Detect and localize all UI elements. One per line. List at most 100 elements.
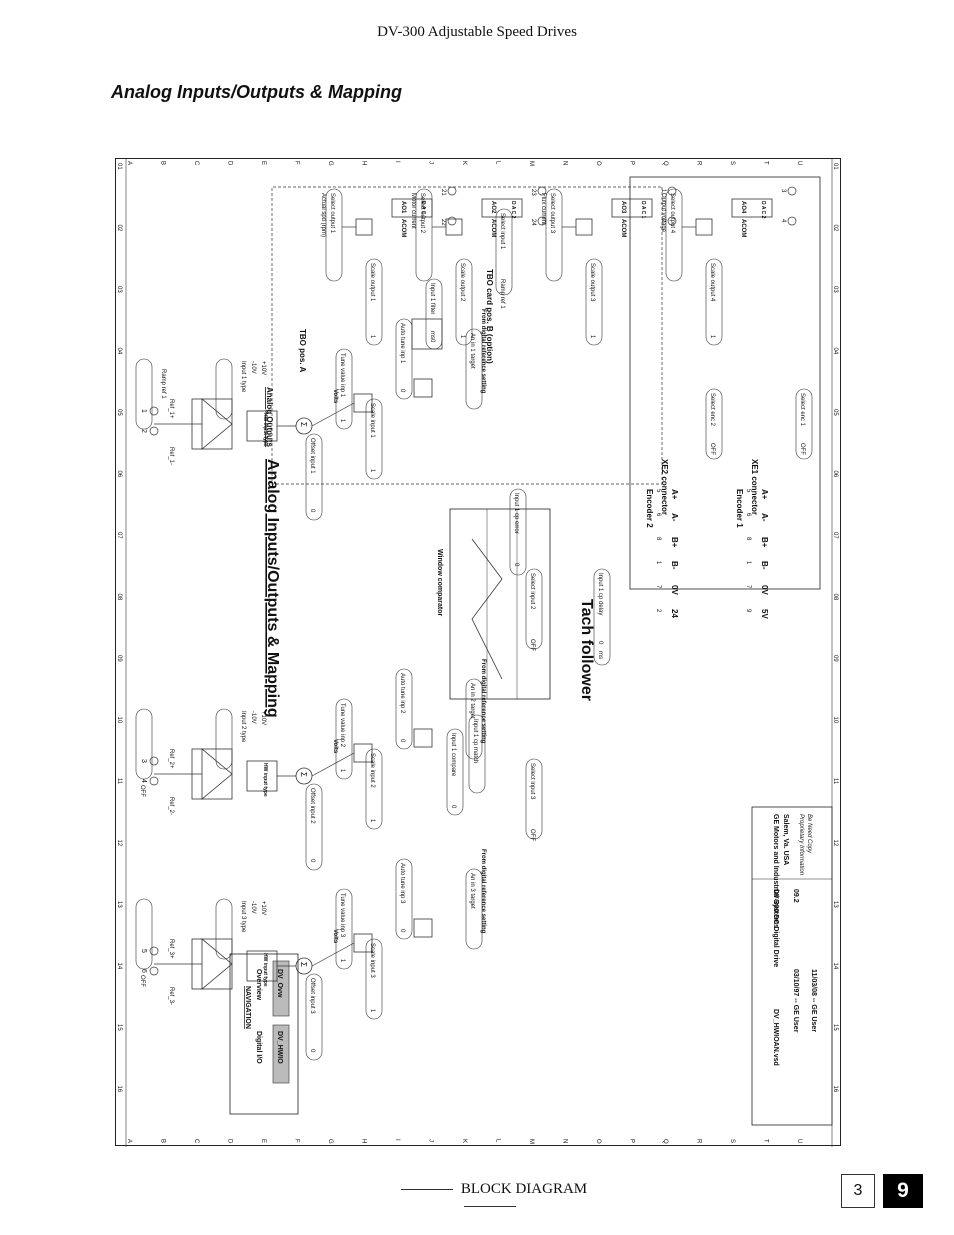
- input1-cp-delay-block[interactable]: [593, 568, 611, 666]
- auto-tune-block[interactable]: [395, 668, 413, 750]
- encoder-pin-label: 7: [655, 585, 661, 589]
- tune-value-label: Tune value inp 3: [339, 893, 345, 938]
- select-encoder-label: Select enc 1: [799, 393, 805, 427]
- select-input-block[interactable]: [135, 358, 153, 430]
- tune-value-block[interactable]: [335, 698, 353, 780]
- input-type-block[interactable]: [215, 708, 233, 770]
- grid-lines: [125, 159, 833, 1147]
- tune-value-val: 1: [339, 769, 345, 773]
- select-input-secondary-block[interactable]: [525, 568, 543, 650]
- ao-label: AO2: [490, 201, 496, 214]
- row-number-bottom: 01: [116, 163, 122, 170]
- row-number-top: 04: [832, 348, 838, 355]
- scale-input-block[interactable]: [365, 938, 383, 1020]
- an-in-target-block[interactable]: [465, 328, 483, 410]
- column-letter-right: E: [260, 1139, 266, 1143]
- row-number-top: 08: [832, 594, 838, 601]
- auto-tune-block[interactable]: [395, 858, 413, 940]
- row-number-bottom: 15: [116, 1024, 122, 1031]
- row-number-bottom: 03: [116, 286, 122, 293]
- select-output-block[interactable]: [415, 188, 433, 282]
- column-letter-left: S: [729, 161, 735, 165]
- terminal-screw-icon: [149, 966, 159, 976]
- offset-input-block[interactable]: [305, 783, 323, 871]
- section-title: Analog Inputs/Outputs & Mapping: [111, 82, 402, 102]
- tbo-a-frame: [271, 186, 663, 485]
- scale-output-block[interactable]: [455, 258, 473, 346]
- tbo-pos-a-label: TBO pos. A: [298, 329, 307, 372]
- encoder-signal-label: B-: [760, 561, 769, 570]
- offset-input-label: Offset input 3: [309, 978, 315, 1014]
- acom-label: ACOM: [620, 219, 626, 237]
- scale-output-block[interactable]: [585, 258, 603, 346]
- column-letter-right: C: [193, 1139, 199, 1144]
- input-type-block[interactable]: [215, 898, 233, 960]
- footer-label: BLOCK DIAGRAM: [460, 1181, 588, 1197]
- an-in-target-block[interactable]: [465, 678, 483, 760]
- column-letter-right: T: [763, 1139, 769, 1143]
- select-input-block[interactable]: [135, 708, 153, 780]
- column-letter-left: N: [562, 161, 568, 165]
- input-type-block[interactable]: [215, 358, 233, 420]
- auto-tune-block[interactable]: [395, 318, 413, 400]
- offset-input-label: Offset input 1: [309, 438, 315, 474]
- row-number-top: 15: [832, 1024, 838, 1031]
- scale-input-block[interactable]: [365, 398, 383, 480]
- terminal-screw-icon: [787, 216, 797, 226]
- select-encoder-block[interactable]: [705, 388, 723, 460]
- select-input-block[interactable]: [135, 898, 153, 970]
- an-in-target-block[interactable]: [465, 868, 483, 950]
- output-pin-b: 2: [660, 219, 666, 223]
- scale-input-block[interactable]: [365, 748, 383, 830]
- terminal-pin: 3: [140, 759, 147, 763]
- column-letter-left: Q: [662, 161, 668, 166]
- hw-input-type-block[interactable]: [246, 760, 278, 792]
- encoder-pin-label: 1: [655, 561, 661, 565]
- column-letter-right: S: [729, 1139, 735, 1143]
- column-letter-left: R: [696, 161, 702, 166]
- select-input-secondary-block[interactable]: [525, 758, 543, 840]
- input1-compare-block[interactable]: [446, 728, 464, 816]
- column-letter-right: I: [394, 1139, 400, 1141]
- select-output-block[interactable]: [325, 188, 343, 282]
- row-number-top: 16: [832, 1086, 838, 1093]
- encoder-connector: XE2 connector: [660, 459, 669, 515]
- auto-tune-val: 0: [399, 929, 405, 933]
- input1-cp-error-block[interactable]: [509, 488, 527, 576]
- offset-input-value: 0: [309, 859, 315, 863]
- select-output-block[interactable]: [665, 188, 683, 282]
- terminal-screw-icon: [447, 216, 457, 226]
- scale-input-label: Scale input 2: [369, 753, 375, 788]
- select-input-val: OFF: [139, 785, 145, 797]
- encoder-signal-label: A-: [670, 513, 679, 522]
- offset-input-block[interactable]: [305, 433, 323, 521]
- column-letter-right: J: [428, 1139, 434, 1142]
- scale-output-block[interactable]: [365, 258, 383, 346]
- row-number-top: 12: [832, 840, 838, 847]
- offset-input-value: 0: [309, 509, 315, 513]
- input1-cp-match-block[interactable]: [468, 714, 486, 794]
- select-output-block[interactable]: [545, 188, 563, 282]
- column-letter-right: N: [562, 1139, 568, 1143]
- input-filter-block[interactable]: [425, 278, 443, 350]
- output-pin-b: 22: [440, 219, 446, 226]
- scale-output-block[interactable]: [705, 258, 723, 346]
- input1-cp-delay-unit: ms: [597, 651, 603, 659]
- offset-input-block[interactable]: [305, 973, 323, 1061]
- scale-output-val: 1: [589, 335, 595, 339]
- column-letter-left: H: [361, 161, 367, 165]
- terminal-pin: 4: [140, 779, 147, 783]
- column-letter-left: G: [327, 161, 333, 166]
- terminal-screw-icon: [667, 216, 677, 226]
- row-number-bottom: 09: [116, 655, 122, 662]
- range-lo-label: -10V: [250, 361, 256, 374]
- select-encoder-block[interactable]: [795, 388, 813, 460]
- ao-label: AO4: [740, 201, 746, 214]
- tune-value-block[interactable]: [335, 348, 353, 430]
- nav-hwio-button[interactable]: [272, 1024, 290, 1084]
- tune-value-label: Tune value inp 2: [339, 703, 345, 748]
- nav-hwio-label: DV_HWIO: [276, 1031, 283, 1064]
- ramp-ref-block[interactable]: [495, 208, 513, 296]
- tune-value-block[interactable]: [335, 888, 353, 970]
